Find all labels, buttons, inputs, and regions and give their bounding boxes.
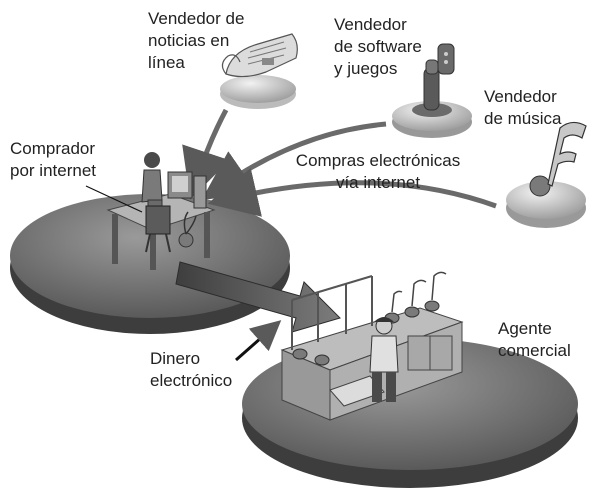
software-vendor-label: Vendedor de software y juegos	[334, 15, 422, 78]
transfer-arrow	[175, 261, 341, 333]
vendor-arrows	[182, 108, 497, 217]
music-note-icon	[529, 121, 587, 197]
buyer-label: Comprador por internet	[10, 139, 96, 180]
purchases-label: Compras electrónicas vía internet	[295, 151, 461, 192]
shop-counter-icon	[280, 271, 464, 421]
money-label: Dinero electrónico	[150, 349, 233, 390]
news-pedestal	[220, 75, 296, 109]
joystick-icon	[412, 43, 455, 117]
computer-icon	[106, 152, 216, 270]
music-vendor-label: Vendedor de música	[484, 87, 562, 128]
agent-label: Agente comercial	[498, 319, 571, 360]
label-pointers	[85, 185, 282, 362]
news-vendor-label: Vendedor de noticias en línea	[148, 9, 245, 72]
newspaper-icon	[221, 33, 298, 78]
music-pedestal	[506, 181, 586, 228]
